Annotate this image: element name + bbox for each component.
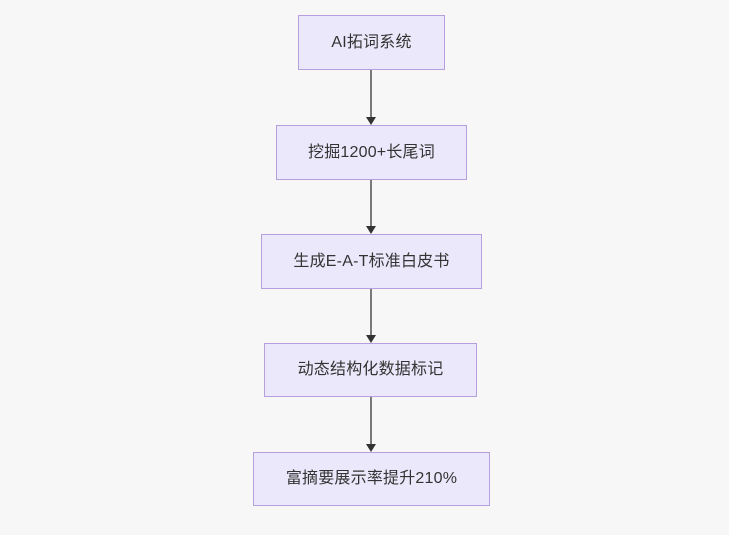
arrow-head-icon (366, 444, 376, 452)
flow-edge-line (370, 70, 372, 118)
flow-node-label: 生成E-A-T标准白皮书 (293, 252, 450, 270)
flow-edge-line (370, 289, 372, 336)
flow-node-dynamic-structured-data[interactable]: 动态结构化数据标记 (264, 343, 477, 397)
flow-node-ai-keyword-system[interactable]: AI拓词系统 (298, 15, 445, 70)
flow-node-label: 动态结构化数据标记 (297, 361, 444, 378)
arrow-head-icon (366, 117, 376, 125)
flow-edge-line (370, 180, 372, 227)
flow-node-mine-longtail-keywords[interactable]: 挖掘1200+长尾词 (276, 125, 467, 180)
arrow-head-icon (366, 226, 376, 234)
flow-node-label: AI拓词系统 (331, 33, 412, 51)
flow-edge-line (370, 397, 372, 445)
flow-node-label: 富摘要展示率提升210% (285, 470, 458, 487)
flow-node-generate-eat-whitepaper[interactable]: 生成E-A-T标准白皮书 (261, 234, 482, 289)
flow-node-label: 挖掘1200+长尾词 (308, 143, 435, 161)
arrow-head-icon (366, 335, 376, 343)
flow-node-rich-snippet-uplift[interactable]: 富摘要展示率提升210% (253, 452, 490, 506)
